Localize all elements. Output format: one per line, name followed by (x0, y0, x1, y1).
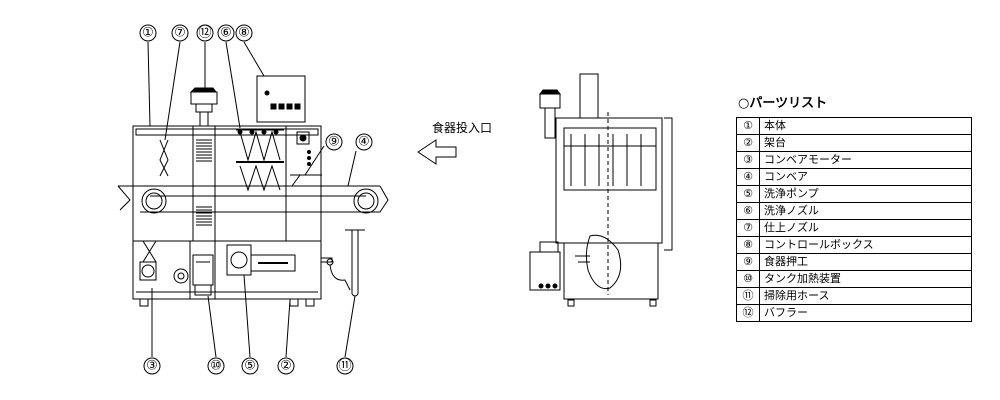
callout-10: ⑩ (210, 359, 222, 374)
callout-11: ⑪ (338, 359, 351, 374)
part-name: コンベア (759, 168, 972, 186)
side-view (529, 73, 673, 307)
dish-presser (290, 131, 322, 187)
callout-7: ⑦ (174, 26, 186, 41)
wash-pump (226, 244, 296, 276)
cleaning-hose (329, 229, 365, 297)
front-view (117, 75, 389, 307)
part-number: ⑫ (736, 304, 760, 322)
part-number: ⑪ (736, 287, 760, 305)
part-number: ⑥ (736, 202, 760, 220)
parts-list-title: ○パーツリスト (738, 96, 828, 111)
callout-3: ③ (146, 359, 158, 374)
callout-2: ② (280, 359, 292, 374)
callout-leaders (147, 41, 357, 358)
part-name: 架台 (759, 134, 972, 152)
part-number: ⑨ (736, 253, 760, 271)
callout-4: ④ (358, 135, 370, 150)
callout-6: ⑥ (220, 26, 232, 41)
part-number: ③ (736, 151, 760, 169)
stand (132, 240, 322, 307)
heater-grille (196, 139, 212, 226)
callout-5: ⑤ (244, 359, 256, 374)
part-name: 掃除用ホース (759, 287, 972, 305)
side-body (555, 117, 663, 244)
part-name: コントロールボックス (759, 236, 972, 254)
part-name: バフラー (759, 304, 972, 322)
conveyor (117, 185, 389, 214)
callout-9: ⑨ (328, 135, 340, 150)
part-name: 洗浄ノズル (759, 202, 972, 220)
part-number: ② (736, 134, 760, 152)
callout-numbers: ① ⑦ ⑫ ⑥ ⑧ ⑨ ④ ③ ⑩ ⑤ ② ⑪ (142, 26, 370, 374)
part-number: ④ (736, 168, 760, 186)
feed-inlet-label: 食器投入口 (432, 120, 492, 135)
wash-nozzles (236, 129, 284, 192)
part-number: ⑩ (736, 270, 760, 288)
part-number: ① (736, 117, 760, 135)
part-name: 本体 (759, 117, 972, 135)
callout-1: ① (142, 26, 154, 41)
callout-8: ⑧ (238, 26, 250, 41)
part-number: ⑧ (736, 236, 760, 254)
callout-12: ⑫ (198, 26, 211, 41)
part-name: コンベアモーター (759, 151, 972, 169)
part-name: 食器押工 (759, 253, 972, 271)
part-number: ⑦ (736, 219, 760, 237)
feed-direction-arrow (417, 139, 457, 165)
conveyor-motor (139, 240, 157, 281)
part-number: ⑤ (736, 185, 760, 203)
part-name: タンク加熱装置 (759, 270, 972, 288)
control-box (256, 75, 306, 123)
callout-circles (139, 24, 373, 375)
tank-heater (192, 254, 214, 296)
baffler (189, 87, 218, 127)
part-name: 仕上ノズル (759, 219, 972, 237)
part-name: 洗浄ポンプ (759, 185, 972, 203)
